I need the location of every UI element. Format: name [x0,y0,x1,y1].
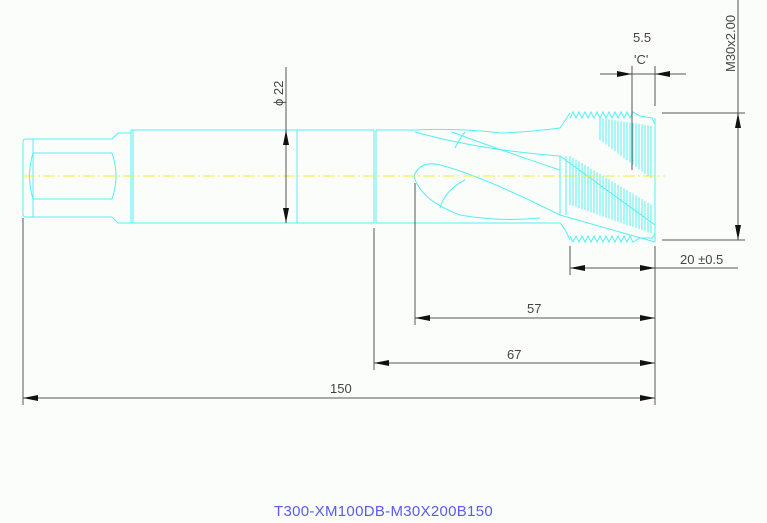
neck-length-label: 67 [507,347,521,362]
flute-length-label: 57 [527,301,541,316]
drawing-title: T300-XM100DB-M30X200B150 [274,503,493,520]
thread-spec-label: M30x2.00 [723,15,738,72]
overall-length-label: 150 [330,381,352,396]
chamfer-c-label: 'C' [634,52,648,67]
dimension-lines [22,0,745,405]
shank-diameter-label: ϕ 22 [271,81,286,106]
chamfer-length-label: 5.5 [633,30,651,45]
thread-length-label: 20 ±0.5 [680,252,723,267]
tap-outline [22,110,656,244]
